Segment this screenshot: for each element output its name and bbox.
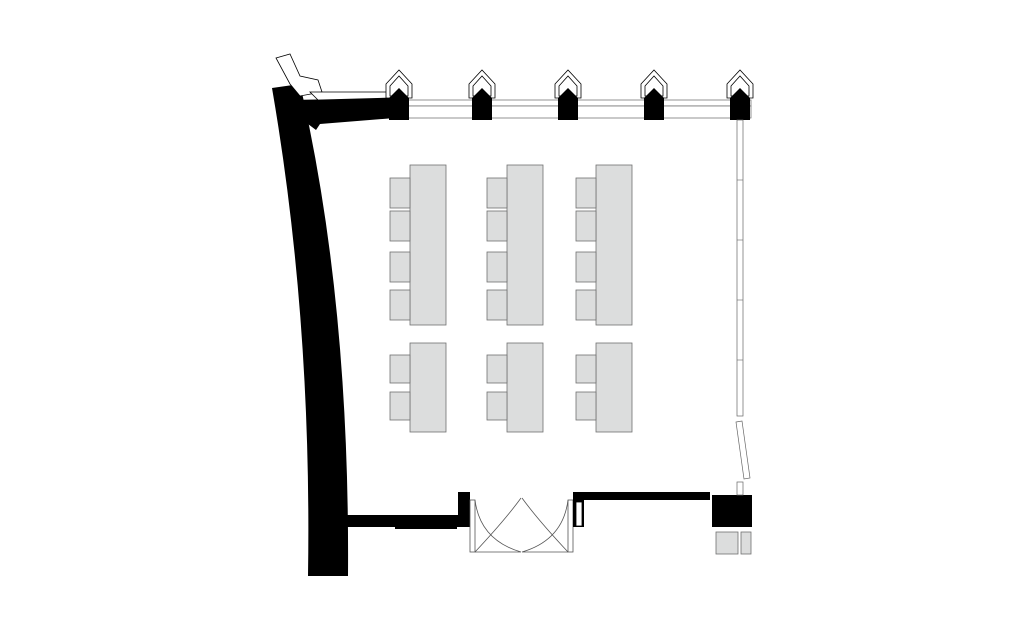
window-bays — [385, 69, 754, 120]
south-wall-east — [573, 481, 752, 527]
chair — [389, 177, 411, 209]
furniture — [389, 164, 633, 433]
double-door — [469, 497, 574, 553]
short-table — [409, 342, 447, 433]
window-pier — [558, 88, 578, 120]
chair — [389, 210, 411, 242]
short-table-group — [389, 342, 447, 433]
window-pier — [472, 88, 492, 120]
curved-exterior-wall — [272, 84, 349, 576]
long-table-group — [486, 164, 544, 326]
chair — [575, 391, 597, 421]
long-table — [595, 164, 633, 326]
short-table-group — [486, 342, 544, 433]
south-wall-west — [346, 492, 470, 529]
chair — [486, 210, 508, 242]
long-table — [409, 164, 447, 326]
window-bay — [554, 69, 582, 120]
east-partition — [735, 119, 751, 480]
long-table — [506, 164, 544, 326]
chair — [575, 177, 597, 209]
window-bay — [385, 69, 413, 120]
chair — [389, 354, 411, 384]
window-pier — [389, 88, 409, 120]
short-table-group — [575, 342, 633, 433]
short-table — [506, 342, 544, 433]
corner-outline — [275, 53, 323, 97]
chair — [486, 354, 508, 384]
chair — [486, 251, 508, 283]
window-pier — [730, 88, 750, 120]
chair — [389, 251, 411, 283]
window-bay — [640, 69, 668, 120]
chair — [486, 391, 508, 421]
north-wall-segment — [290, 98, 395, 130]
window-bay — [726, 69, 754, 120]
window-pier — [644, 88, 664, 120]
chair — [575, 251, 597, 283]
chair — [575, 289, 597, 321]
chair — [389, 391, 411, 421]
chair — [575, 354, 597, 384]
chair — [575, 210, 597, 242]
chair — [486, 289, 508, 321]
short-table — [595, 342, 633, 433]
long-table-group — [389, 164, 447, 326]
long-table-group — [575, 164, 633, 326]
chair — [389, 289, 411, 321]
fixture-squares — [715, 531, 752, 555]
chair — [486, 177, 508, 209]
window-bay — [468, 69, 496, 120]
